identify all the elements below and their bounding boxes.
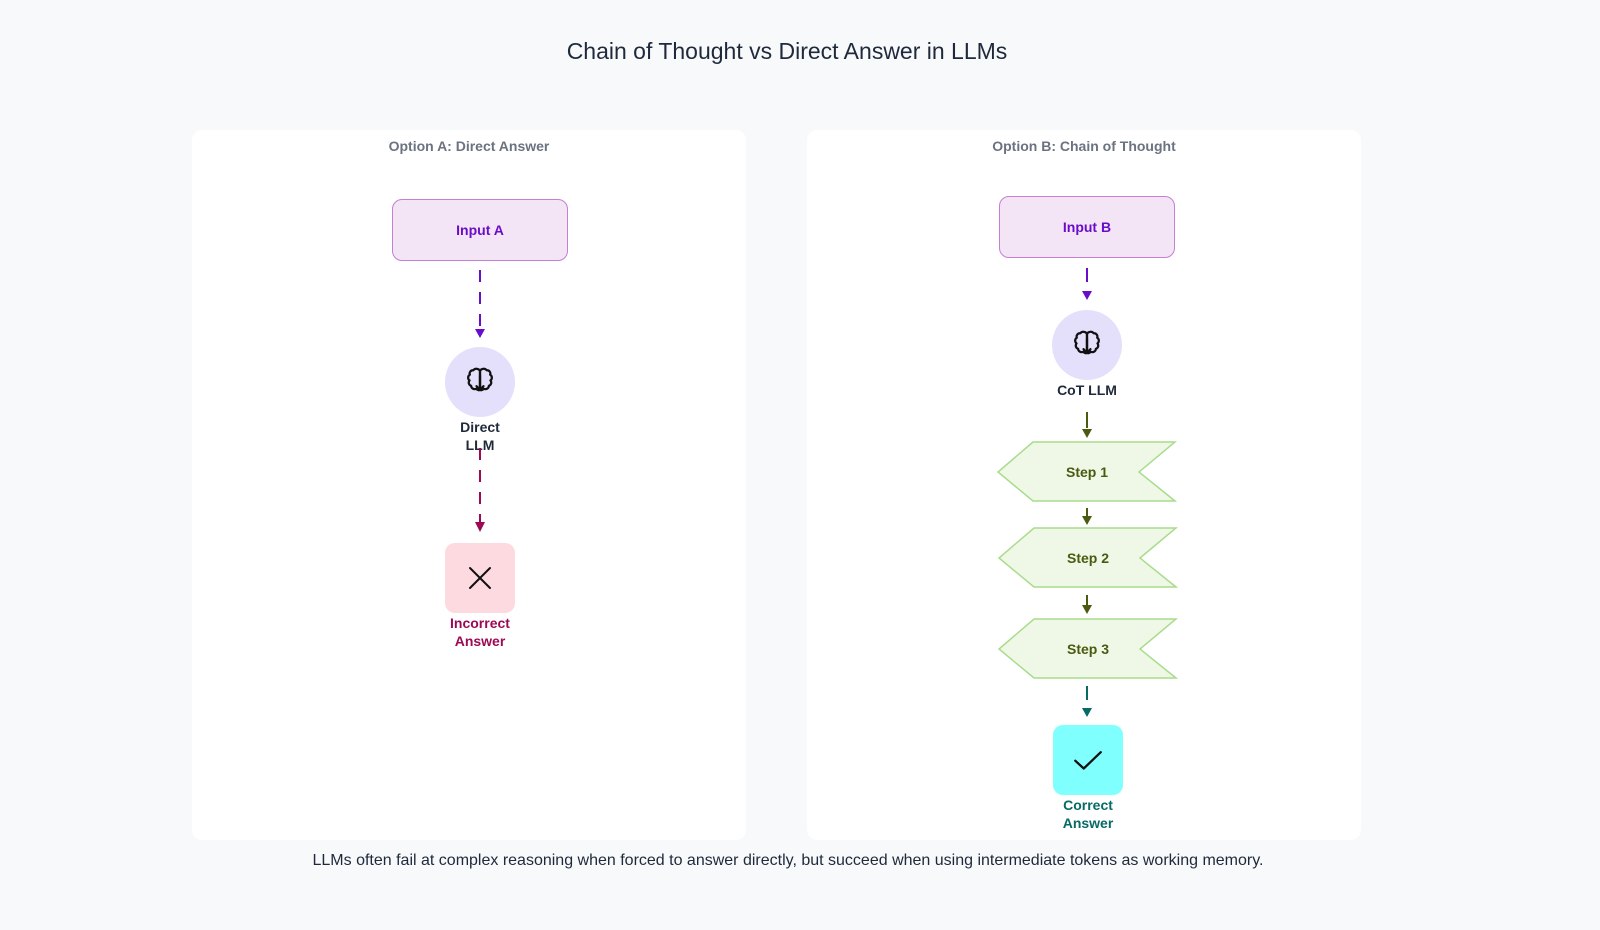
input-a-node: Input A	[392, 199, 568, 261]
panel-option-a: Option A: Direct Answer Input A Direct L…	[192, 130, 746, 840]
panel-label-option-b: Option B: Chain of Thought	[992, 138, 1176, 154]
step-2-node: Step 2	[998, 527, 1178, 589]
cot-llm-label: CoT LLM	[1057, 382, 1117, 398]
connector-step-3-to-correct	[1082, 686, 1092, 717]
incorrect-answer-label-line2: Answer	[454, 633, 506, 649]
brain-icon	[1074, 330, 1100, 355]
step-2-shape	[998, 527, 1178, 588]
step-3-label: Step 3	[1066, 641, 1109, 657]
direct-llm-node	[445, 347, 515, 417]
step-1-label: Step 1	[1065, 464, 1108, 480]
step-1-node: Step 1	[997, 441, 1177, 503]
diagram-title: Chain of Thought vs Direct Answer in LLM…	[566, 38, 1008, 64]
direct-llm-label: Direct LLM	[410, 418, 550, 454]
direct-llm-label-line1: Direct	[460, 419, 500, 435]
incorrect-answer-label: Incorrect Answer	[410, 614, 550, 650]
brain-icon	[467, 367, 493, 392]
check-icon	[1074, 751, 1102, 770]
incorrect-answer-label-line1: Incorrect	[450, 615, 510, 631]
incorrect-answer-node	[445, 543, 515, 613]
step-2-label: Step 2	[1066, 550, 1109, 566]
correct-answer-node	[1053, 725, 1123, 795]
step-3-node: Step 3	[998, 618, 1178, 680]
cot-llm-node	[1052, 310, 1122, 380]
panel-option-b: Option B: Chain of Thought Input B CoT L…	[807, 130, 1361, 840]
correct-answer-label-line1: Correct	[1063, 797, 1113, 813]
x-icon	[469, 567, 491, 589]
connector-step-1-to-step-2	[1082, 508, 1092, 525]
correct-answer-label: Correct Answer	[1018, 796, 1158, 832]
correct-answer-label-line2: Answer	[1062, 815, 1114, 831]
diagram-caption: LLMs often fail at complex reasoning whe…	[312, 852, 1264, 869]
panel-label-option-a: Option A: Direct Answer	[388, 138, 550, 154]
step-1-shape	[997, 441, 1177, 502]
connector-input-b-to-llm	[1082, 268, 1092, 300]
connector-step-2-to-step-3	[1082, 595, 1092, 614]
connector-input-a-to-llm	[475, 270, 485, 338]
connector-llm-to-incorrect	[475, 448, 485, 532]
connector-llm-to-step-1	[1082, 412, 1092, 438]
direct-llm-label-line2: LLM	[465, 437, 495, 453]
step-3-shape	[998, 618, 1178, 679]
input-b-node: Input B	[999, 196, 1175, 258]
